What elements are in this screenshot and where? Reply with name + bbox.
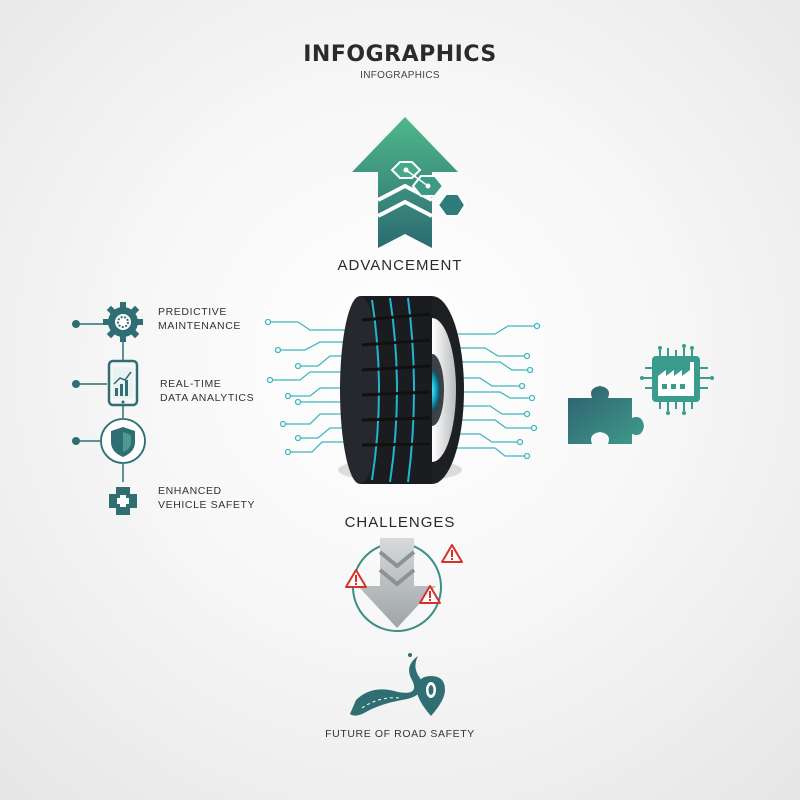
warning-icon	[441, 544, 463, 563]
feature-label-real-time-data-analytics: REAL-TIME DATA ANALYTICS	[160, 377, 254, 405]
warning-icon	[345, 569, 367, 588]
advancement-label: ADVANCEMENT	[337, 257, 463, 274]
feature-label-line1: ENHANCED	[158, 485, 222, 497]
tire-icon	[338, 296, 464, 484]
feature-label-line1: PREDICTIVE	[158, 306, 228, 318]
factory-chip-icon	[640, 344, 714, 415]
circuit-nodes-left	[264, 318, 302, 456]
smartphone-chart-icon	[107, 359, 139, 407]
circuit-nodes-right	[516, 322, 541, 460]
medical-cross-icon	[109, 487, 137, 515]
feature-label-line2: MAINTENANCE	[158, 320, 242, 332]
hexagon-icon	[390, 161, 467, 217]
map-pin-icon	[417, 676, 445, 716]
footer-label: FUTURE OF ROAD SAFETY	[325, 728, 475, 740]
gear-icon	[103, 302, 143, 342]
circuit-lines-right	[450, 325, 535, 457]
road-icon	[350, 653, 422, 716]
feature-timeline	[72, 320, 124, 482]
warning-icon	[419, 585, 441, 604]
page-subtitle: INFOGRAPHICS	[360, 70, 440, 81]
challenges-label: CHALLENGES	[344, 514, 456, 531]
feature-label-predictive-maintenance: PREDICTIVE MAINTENANCE	[158, 305, 241, 333]
circuit-lines-left	[270, 321, 350, 453]
feature-label-line1: REAL-TIME	[160, 378, 222, 390]
arrow-up-icon	[352, 117, 458, 248]
arrow-down-icon	[352, 538, 442, 632]
feature-label-enhanced-vehicle-safety: ENHANCED VEHICLE SAFETY	[158, 484, 255, 512]
shield-icon	[100, 418, 146, 464]
feature-label-line2: DATA ANALYTICS	[160, 392, 255, 404]
puzzle-piece-icon	[568, 386, 644, 444]
feature-label-line2: VEHICLE SAFETY	[158, 499, 256, 511]
page-title: INFOGRAPHICS	[303, 42, 497, 67]
